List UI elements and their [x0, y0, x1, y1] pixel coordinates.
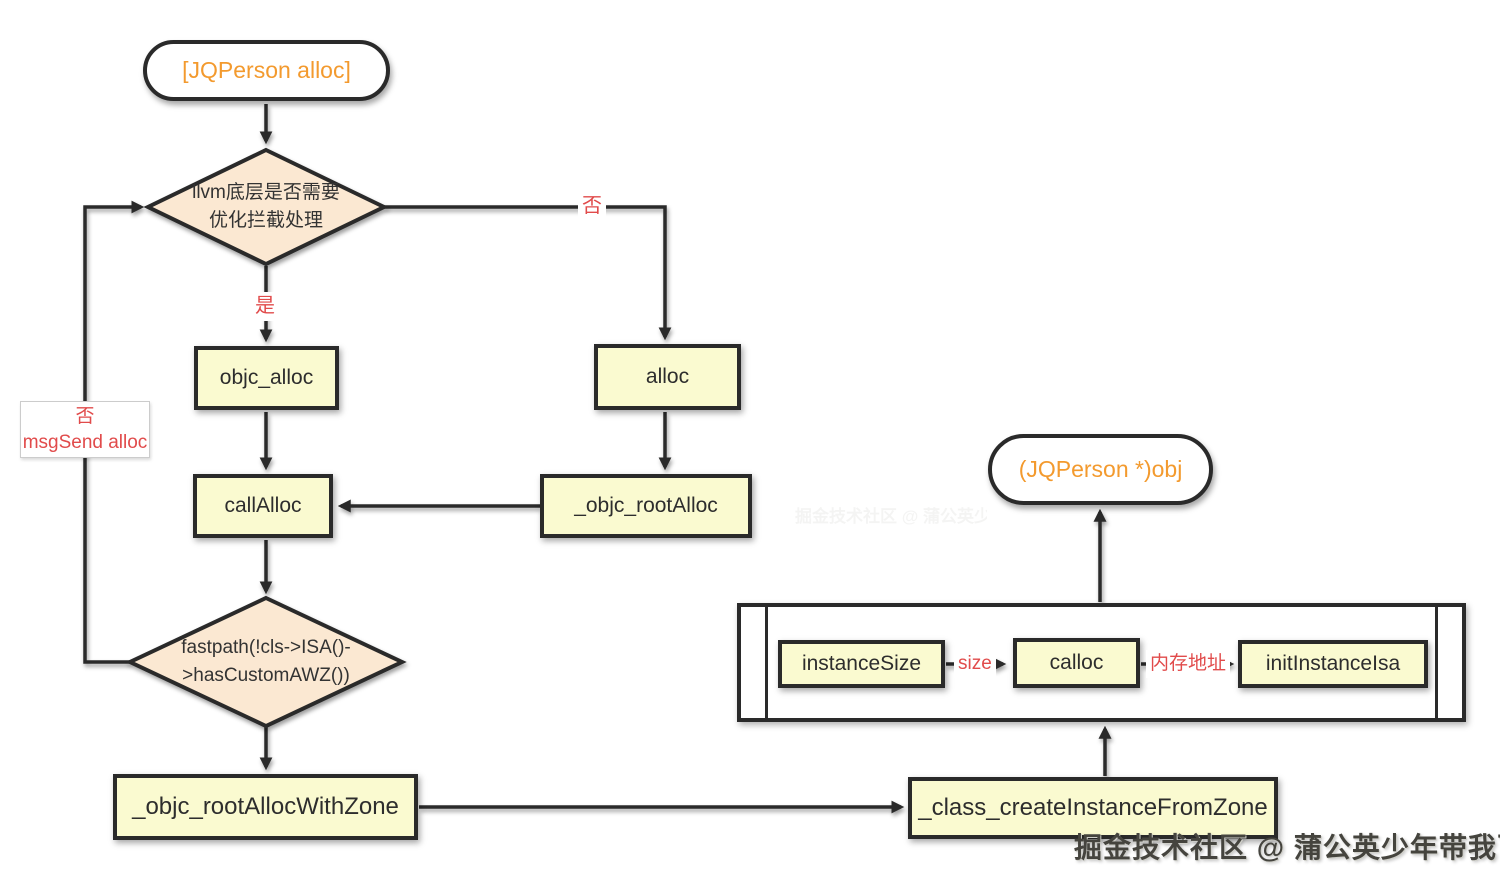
- node-calloc: calloc: [1013, 638, 1140, 688]
- node-class-createinstancefromzone: _class_createInstanceFromZone: [908, 777, 1278, 839]
- node-calloc-label: calloc: [1049, 651, 1104, 674]
- node-objc-rootallocwithzone: _objc_rootAllocWithZone: [113, 774, 418, 840]
- edge-label-llvm-no: 否: [578, 192, 606, 221]
- edge-label-llvm-yes: 是: [251, 292, 279, 321]
- node-objc-alloc-label: objc_alloc: [219, 366, 314, 389]
- node-instancesize: instanceSize: [778, 640, 945, 688]
- node-alloc-label: alloc: [645, 365, 690, 388]
- node-start: [JQPerson alloc]: [143, 40, 390, 101]
- edge-label-size: size: [954, 650, 996, 678]
- edge-llvm-no-to-alloc: [384, 205, 672, 341]
- node-objc-rootalloc: _objc_rootAlloc: [540, 474, 752, 538]
- node-initinstanceisa-label: initInstanceIsa: [1265, 652, 1401, 675]
- node-result-obj-label: (JQPerson *)obj: [1018, 456, 1183, 482]
- subprocess-right-bar: [1435, 607, 1438, 718]
- node-objc-rootallocwithzone-label: _objc_rootAllocWithZone: [132, 793, 399, 820]
- node-class-createinstancefromzone-label: _class_createInstanceFromZone: [918, 794, 1268, 821]
- watermark: 掘金技术社区 @ 蒲公英少年带我飞: [1074, 832, 1500, 863]
- decision-fastpath-label: fastpath(!cls->ISA()- >hasCustomAWZ()): [181, 636, 351, 687]
- node-start-label: [JQPerson alloc]: [182, 57, 351, 83]
- subprocess-left-bar: [765, 607, 768, 718]
- edge-label-fastpath-no-msgsend: 否 msgSend alloc: [20, 401, 150, 459]
- node-objc-alloc: objc_alloc: [194, 346, 339, 410]
- decision-llvm-check-shape: [143, 147, 389, 267]
- edge-label-memory-address: 内存地址: [1146, 650, 1231, 678]
- subprocess-container: [737, 603, 1466, 722]
- node-callalloc: callAlloc: [193, 474, 333, 538]
- decision-llvm-check-label: llvm底层是否需要 优化拦截处理: [192, 181, 340, 232]
- node-objc-rootalloc-label: _objc_rootAlloc: [574, 494, 718, 517]
- node-initinstanceisa: initInstanceIsa: [1238, 640, 1428, 688]
- watermark-ghost: 掘金技术社区 @ 蒲公英少年带我飞: [795, 507, 987, 526]
- node-alloc: alloc: [594, 344, 741, 410]
- node-callalloc-label: callAlloc: [224, 494, 302, 517]
- node-instancesize-label: instanceSize: [801, 652, 922, 675]
- decision-fastpath-shape: [125, 595, 407, 729]
- node-result-obj: (JQPerson *)obj: [988, 434, 1213, 505]
